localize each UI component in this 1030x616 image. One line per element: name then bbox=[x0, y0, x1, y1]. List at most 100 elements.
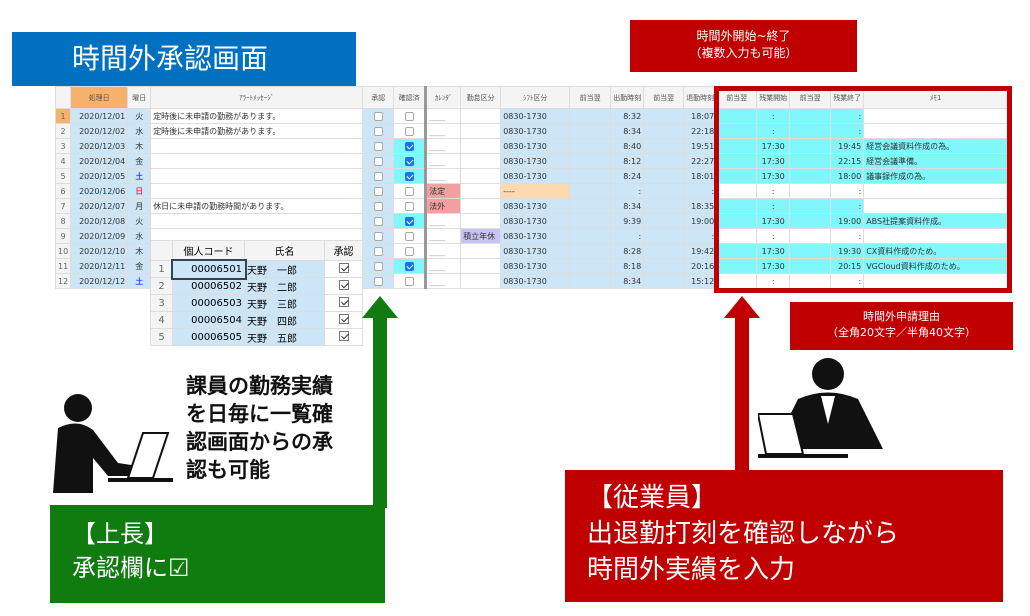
day-prefix-cell[interactable] bbox=[643, 243, 685, 259]
day-prefix-cell[interactable] bbox=[716, 273, 758, 289]
confirmed-checkbox[interactable] bbox=[404, 201, 414, 211]
day-prefix-cell[interactable] bbox=[569, 168, 612, 184]
confirmed-checkbox[interactable] bbox=[404, 276, 414, 286]
approve-cell[interactable] bbox=[362, 183, 395, 199]
day-prefix-cell[interactable] bbox=[643, 258, 685, 274]
overtime-start-cell[interactable]: 17:30 bbox=[756, 213, 791, 229]
approve-cell[interactable] bbox=[362, 138, 395, 154]
date-cell[interactable]: 2020/12/08 bbox=[70, 213, 129, 229]
confirmed-cell[interactable] bbox=[393, 153, 427, 169]
date-cell[interactable]: 2020/12/02 bbox=[70, 123, 129, 139]
column-header[interactable]: 残業開始 bbox=[756, 86, 791, 109]
day-prefix-cell[interactable] bbox=[789, 168, 832, 184]
confirmed-checkbox[interactable] bbox=[404, 171, 414, 181]
day-prefix-cell[interactable] bbox=[569, 243, 612, 259]
date-cell[interactable]: 2020/12/11 bbox=[70, 258, 129, 274]
memo-cell[interactable] bbox=[863, 183, 1009, 199]
day-prefix-cell[interactable] bbox=[789, 213, 832, 229]
memo-cell[interactable] bbox=[863, 108, 1009, 124]
day-prefix-cell[interactable] bbox=[789, 153, 832, 169]
day-prefix-cell[interactable] bbox=[716, 138, 758, 154]
column-header[interactable]: 曜日 bbox=[127, 86, 152, 109]
employee-code-cell[interactable]: 00006503 bbox=[172, 294, 245, 312]
overtime-end-cell[interactable]: 18:00 bbox=[830, 168, 865, 184]
day-prefix-cell[interactable] bbox=[569, 183, 612, 199]
overtime-end-cell[interactable]: : bbox=[830, 198, 865, 214]
approve-checkbox[interactable] bbox=[373, 141, 383, 151]
overtime-end-cell[interactable]: 19:45 bbox=[830, 138, 865, 154]
day-prefix-cell[interactable] bbox=[643, 138, 685, 154]
overtime-start-cell[interactable]: 17:30 bbox=[756, 243, 791, 259]
approve-checkbox[interactable] bbox=[373, 111, 383, 121]
memo-cell[interactable] bbox=[863, 273, 1009, 289]
day-prefix-cell[interactable] bbox=[643, 168, 685, 184]
column-header[interactable]: 確認済 bbox=[393, 86, 427, 109]
day-prefix-cell[interactable] bbox=[789, 258, 832, 274]
day-prefix-cell[interactable] bbox=[716, 108, 758, 124]
date-cell[interactable]: 2020/12/01 bbox=[70, 108, 129, 124]
day-prefix-cell[interactable] bbox=[569, 213, 612, 229]
day-prefix-cell[interactable] bbox=[643, 183, 685, 199]
approve-checkbox[interactable] bbox=[373, 171, 383, 181]
day-prefix-cell[interactable] bbox=[569, 108, 612, 124]
approve-cell[interactable] bbox=[324, 328, 363, 346]
overtime-start-cell[interactable]: : bbox=[756, 198, 791, 214]
confirmed-cell[interactable] bbox=[393, 228, 427, 244]
confirmed-cell[interactable] bbox=[393, 243, 427, 259]
approve-cell[interactable] bbox=[362, 243, 395, 259]
day-prefix-cell[interactable] bbox=[643, 213, 685, 229]
day-prefix-cell[interactable] bbox=[569, 123, 612, 139]
day-prefix-cell[interactable] bbox=[789, 183, 832, 199]
confirmed-cell[interactable] bbox=[393, 168, 427, 184]
overtime-start-cell[interactable]: : bbox=[756, 228, 791, 244]
approve-checkbox[interactable] bbox=[373, 201, 383, 211]
day-prefix-cell[interactable] bbox=[716, 168, 758, 184]
approve-cell[interactable] bbox=[362, 228, 395, 244]
memo-cell[interactable]: CX資料作成のため。 bbox=[863, 243, 1009, 259]
day-prefix-cell[interactable] bbox=[569, 228, 612, 244]
memo-cell[interactable] bbox=[863, 198, 1009, 214]
confirmed-cell[interactable] bbox=[393, 213, 427, 229]
confirmed-cell[interactable] bbox=[393, 123, 427, 139]
approve-cell[interactable] bbox=[362, 108, 395, 124]
memo-cell[interactable]: 経営会議資料作成の為。 bbox=[863, 138, 1009, 154]
confirmed-checkbox[interactable] bbox=[404, 261, 414, 271]
approve-cell[interactable] bbox=[362, 168, 395, 184]
overtime-end-cell[interactable]: 19:00 bbox=[830, 213, 865, 229]
day-prefix-cell[interactable] bbox=[569, 258, 612, 274]
memo-cell[interactable]: ABS社提案資料作成。 bbox=[863, 213, 1009, 229]
approve-checkbox[interactable] bbox=[338, 296, 349, 307]
approve-cell[interactable] bbox=[362, 153, 395, 169]
memo-cell[interactable]: 経営会議準備。 bbox=[863, 153, 1009, 169]
date-cell[interactable]: 2020/12/05 bbox=[70, 168, 129, 184]
approve-checkbox[interactable] bbox=[373, 231, 383, 241]
confirmed-checkbox[interactable] bbox=[404, 111, 414, 121]
column-header[interactable]: ﾒﾓ1 bbox=[863, 86, 1009, 109]
approve-checkbox[interactable] bbox=[373, 126, 383, 136]
day-prefix-cell[interactable] bbox=[789, 123, 832, 139]
employee-code-cell[interactable]: 00006501 bbox=[170, 258, 247, 280]
column-header[interactable]: 前当翌 bbox=[569, 86, 612, 109]
confirmed-checkbox[interactable] bbox=[404, 126, 414, 136]
day-prefix-cell[interactable] bbox=[789, 198, 832, 214]
day-prefix-cell[interactable] bbox=[716, 258, 758, 274]
approve-cell[interactable] bbox=[362, 123, 395, 139]
day-prefix-cell[interactable] bbox=[789, 273, 832, 289]
overtime-end-cell[interactable]: 22:15 bbox=[830, 153, 865, 169]
confirmed-cell[interactable] bbox=[393, 258, 427, 274]
day-prefix-cell[interactable] bbox=[789, 138, 832, 154]
confirmed-checkbox[interactable] bbox=[404, 186, 414, 196]
approve-checkbox[interactable] bbox=[338, 262, 349, 273]
confirmed-checkbox[interactable] bbox=[404, 141, 414, 151]
approve-cell[interactable] bbox=[324, 311, 363, 329]
column-header[interactable]: ｱﾗｰﾄﾒｯｾｰｼﾞ bbox=[150, 86, 364, 109]
column-header[interactable]: ｼﾌﾄ区分 bbox=[500, 86, 571, 109]
